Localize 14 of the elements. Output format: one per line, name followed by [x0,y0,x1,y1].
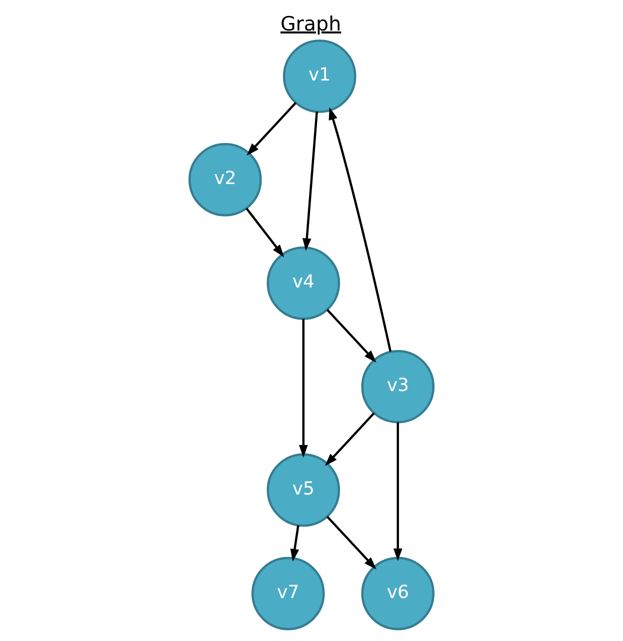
node-circle: v4 [266,246,340,320]
arrow [246,102,297,156]
arrow [326,308,376,363]
node-circle: v7 [251,556,325,630]
arrow [324,412,375,466]
arrow [298,318,308,458]
arrow [326,516,376,570]
diagram-title: Graph [280,12,342,36]
arrow [302,112,318,251]
arrow [393,422,402,562]
arrow [328,107,392,352]
node-circle: v1 [282,40,356,113]
arrow [246,208,284,258]
arrow [290,525,300,562]
